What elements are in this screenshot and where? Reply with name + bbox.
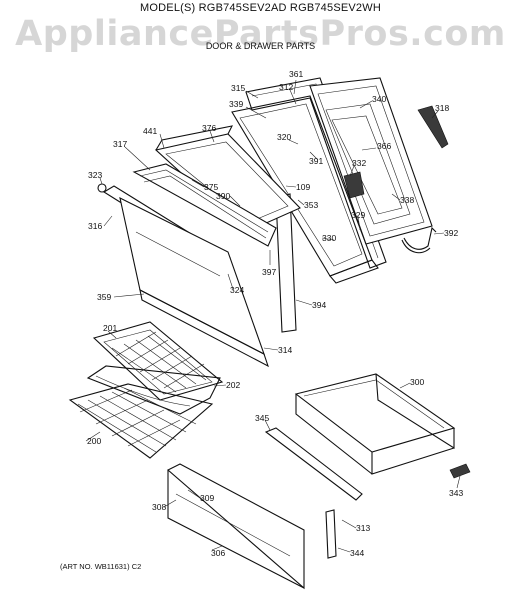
callout-309: 309	[200, 493, 214, 503]
callout-318: 318	[435, 103, 449, 113]
callout-353: 353	[304, 200, 318, 210]
callout-314: 314	[278, 345, 292, 355]
callout-397: 397	[262, 267, 276, 277]
callout-394: 394	[312, 300, 326, 310]
callout-391: 391	[309, 156, 323, 166]
callout-324: 324	[230, 285, 244, 295]
callout-308: 308	[152, 502, 166, 512]
callout-320: 320	[277, 132, 291, 142]
door-gasket	[417, 105, 449, 149]
watermark-text: AppliancePartsPros.com	[15, 14, 506, 54]
diagram-subtitle: DOOR & DRAWER PARTS	[205, 41, 316, 51]
callout-306: 306	[211, 548, 225, 558]
callout-376: 376	[202, 123, 216, 133]
callout-315: 315	[231, 83, 245, 93]
callout-labels: 361 312 315 339 340 318 441 376 320 366 …	[87, 69, 463, 558]
drawer-slide	[264, 427, 363, 501]
drawer-glide	[449, 463, 471, 479]
model-title: MODEL(S) RGB745SEV2AD RGB745SEV2WH	[140, 2, 381, 14]
callout-201: 201	[103, 323, 117, 333]
art-number: (ART NO. WB11631) C2	[60, 562, 142, 571]
callout-375: 375	[204, 182, 218, 192]
broiler-pan-grid	[92, 321, 224, 401]
callout-340: 340	[372, 94, 386, 104]
oven-rack	[68, 383, 214, 459]
callout-330: 330	[322, 233, 336, 243]
callout-338: 338	[400, 195, 414, 205]
callout-332: 332	[352, 158, 366, 168]
callout-361: 361	[289, 69, 303, 79]
hinge-bracket	[343, 171, 365, 199]
callout-366: 366	[377, 141, 391, 151]
callout-392: 392	[444, 228, 458, 238]
callout-339: 339	[229, 99, 243, 109]
callout-300: 300	[410, 377, 424, 387]
drawer-rail	[325, 509, 337, 559]
callout-323: 323	[88, 170, 102, 180]
callout-390: 390	[216, 191, 230, 201]
callout-359: 359	[97, 292, 111, 302]
outer-door-panel	[231, 95, 379, 284]
callout-441: 441	[143, 126, 157, 136]
callout-313: 313	[356, 523, 370, 533]
callout-316: 316	[88, 221, 102, 231]
callout-202: 202	[226, 380, 240, 390]
hinge-spring	[401, 226, 437, 254]
door-glass-panel	[119, 196, 269, 368]
leader-lines	[85, 79, 461, 553]
callout-200: 200	[87, 436, 101, 446]
top-vent-trim	[132, 163, 277, 247]
callout-343: 343	[449, 488, 463, 498]
callout-329: 329	[351, 210, 365, 220]
drawer-front-panel	[167, 463, 305, 590]
callout-345: 345	[255, 413, 269, 423]
storage-drawer	[294, 373, 456, 475]
callout-317: 317	[113, 139, 127, 149]
callout-344: 344	[350, 548, 364, 558]
callout-312: 312	[279, 82, 293, 92]
callout-109: 109	[296, 182, 310, 192]
